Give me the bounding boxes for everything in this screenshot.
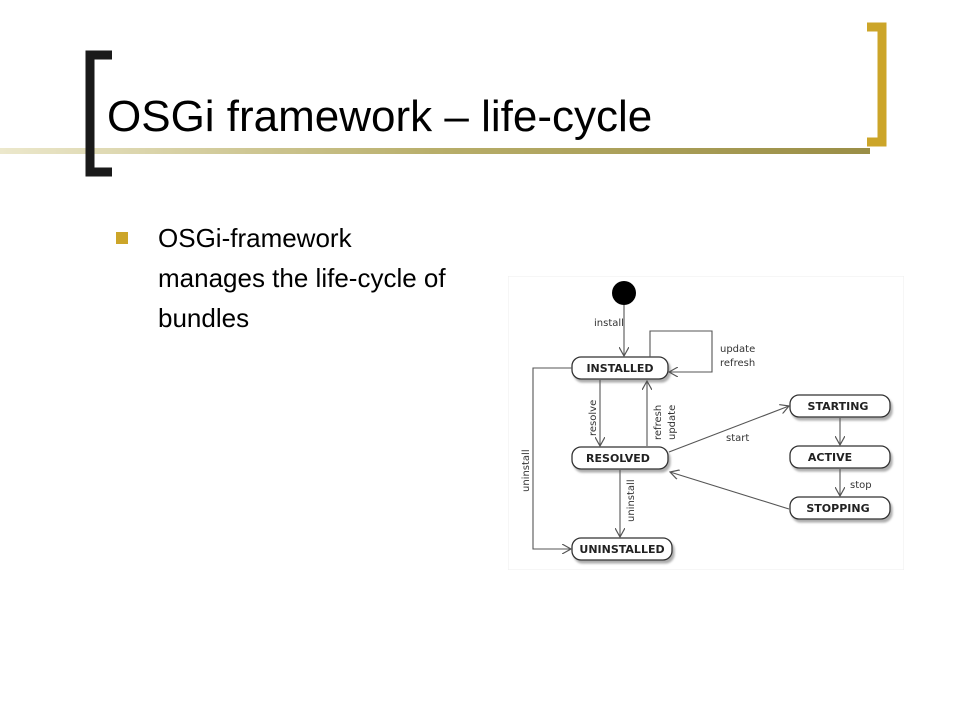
state-resolved-label: RESOLVED — [586, 452, 650, 465]
state-resolved — [571, 446, 669, 470]
label-uninstall-mid: uninstall — [626, 479, 637, 522]
state-starting-label: STARTING — [808, 400, 869, 413]
arrow-uninstall-left — [532, 367, 572, 549]
state-active — [789, 445, 891, 469]
arrow-stopping-resolved — [670, 472, 790, 510]
state-stopping — [789, 496, 891, 520]
left-bracket — [85, 50, 112, 177]
label-refresh-vertical: refresh — [653, 405, 664, 440]
state-uninstalled — [571, 537, 673, 561]
state-active-label: ACTIVE — [808, 451, 852, 464]
state-installed-label: INSTALLED — [586, 362, 653, 375]
label-resolve: resolve — [588, 400, 599, 436]
label-refresh-loop: refresh — [720, 358, 755, 369]
label-install: install — [594, 318, 624, 329]
bullet-marker — [116, 232, 128, 244]
label-uninstall-left: uninstall — [521, 449, 532, 492]
right-bracket — [867, 22, 887, 147]
label-update-vertical: update — [667, 405, 678, 440]
title-frame-decoration — [0, 22, 887, 177]
lifecycle-state-diagram: INSTALLED RESOLVED UNINSTALLED STARTING … — [508, 276, 904, 570]
label-update-loop: update — [720, 344, 755, 355]
slide-title: OSGi framework – life-cycle — [107, 92, 653, 141]
arrow-self-update — [649, 330, 713, 372]
title-rule — [0, 148, 870, 154]
label-stop: stop — [850, 480, 872, 491]
bullet-text: OSGi-framework manages the life-cycle of… — [158, 223, 446, 333]
state-uninstalled-label: UNINSTALLED — [579, 543, 664, 556]
label-start: start — [726, 433, 749, 444]
arrow-start — [668, 406, 789, 453]
state-stopping-label: STOPPING — [806, 502, 869, 515]
initial-state-node — [612, 281, 636, 305]
